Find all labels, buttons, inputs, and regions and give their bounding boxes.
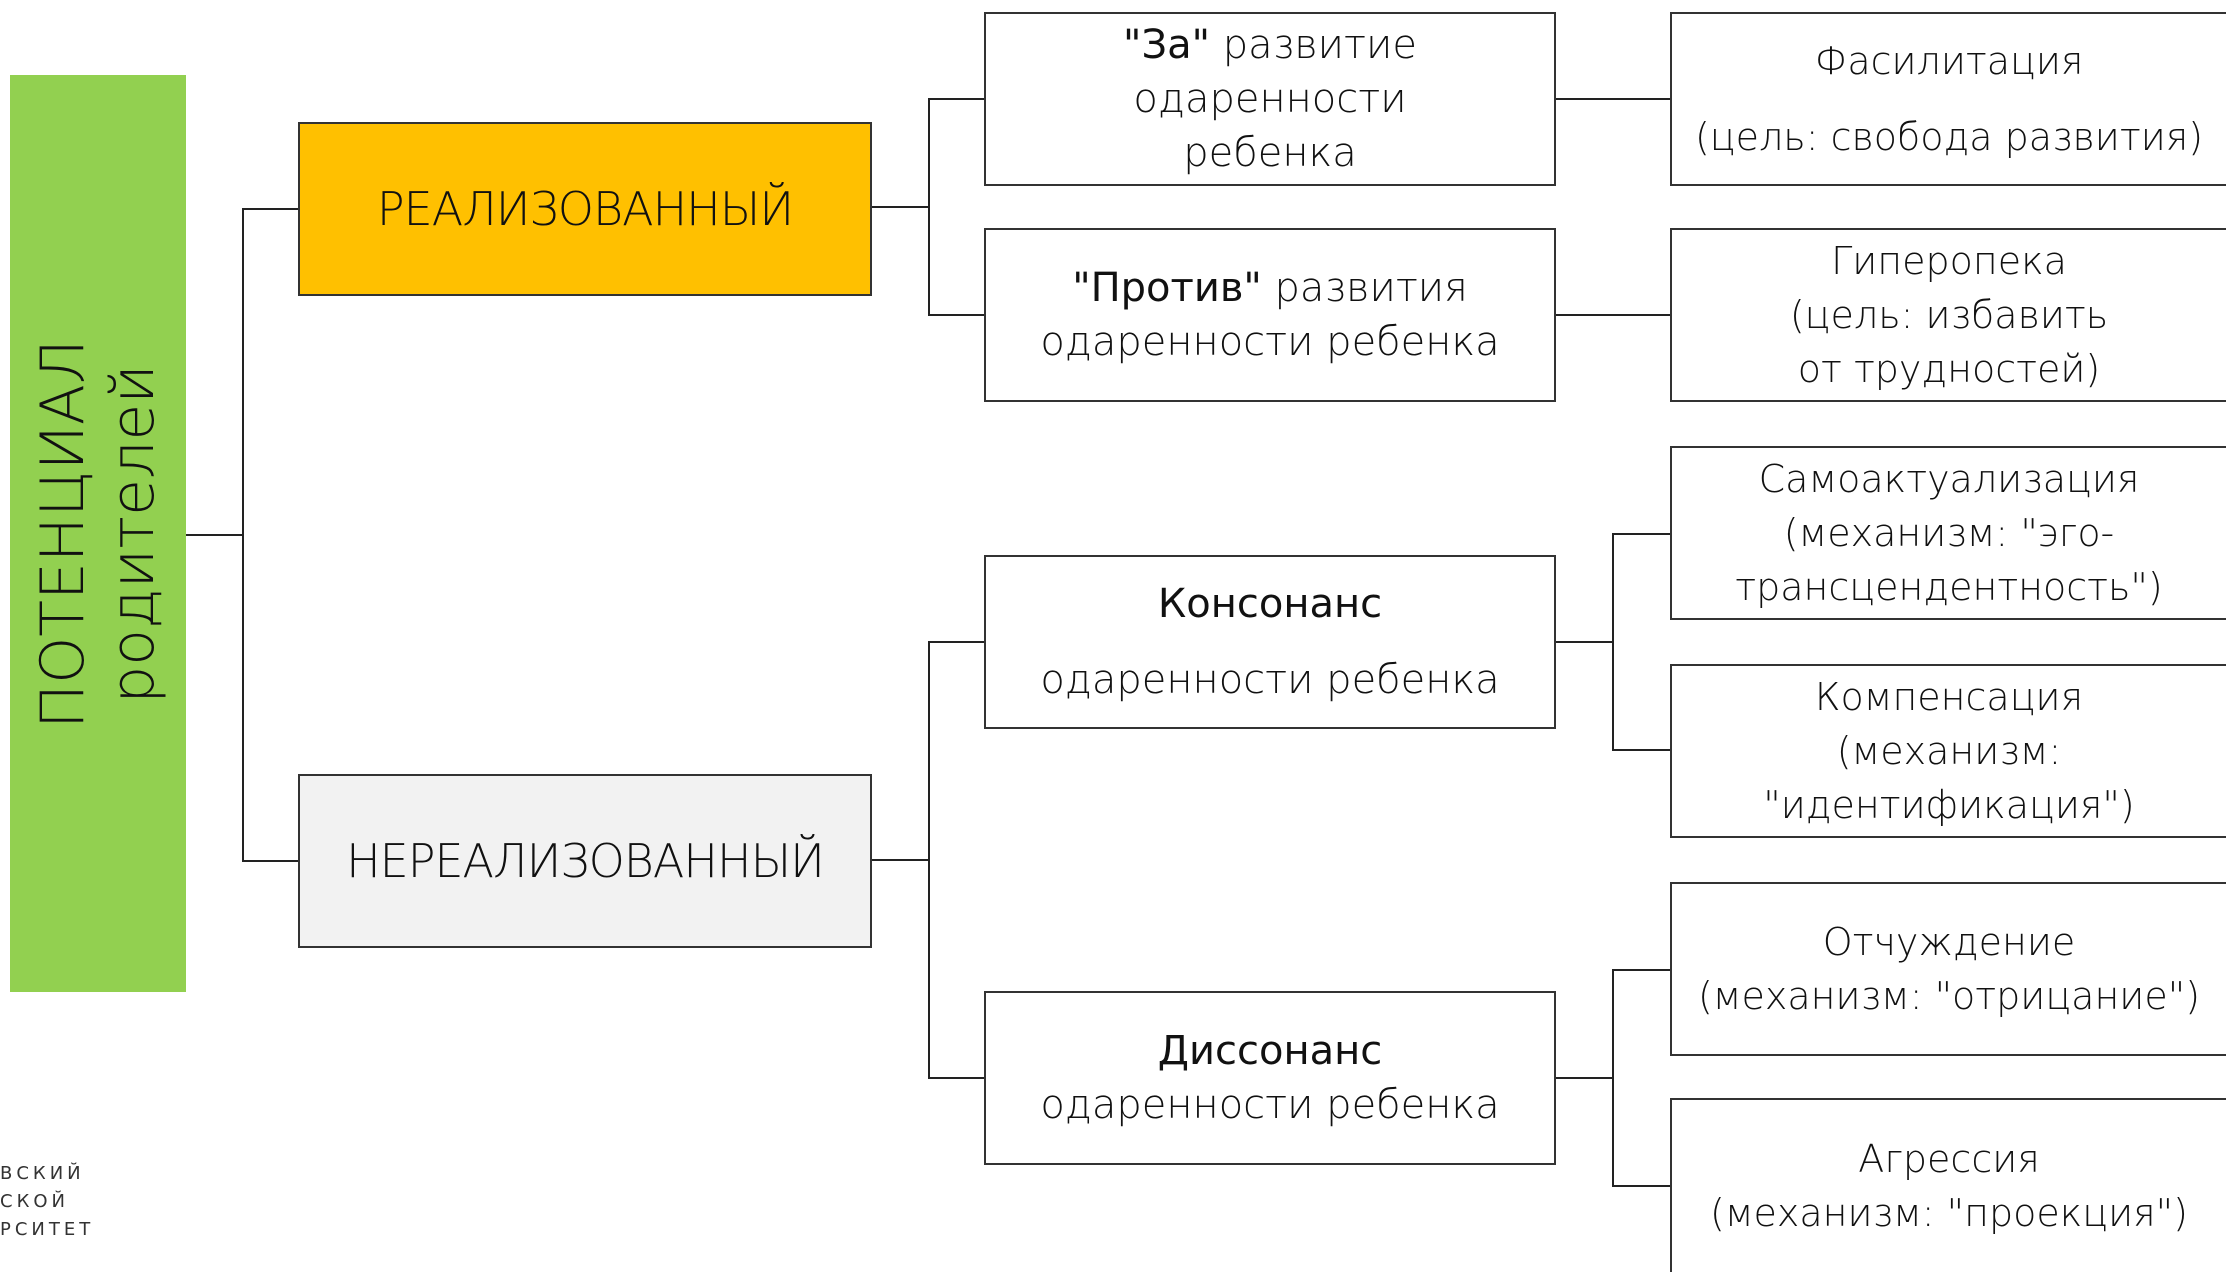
node-dissonance-line2: одаренности ребенка <box>1040 1082 1500 1128</box>
node-consonance-line1: Консонанс <box>1157 581 1383 627</box>
connector <box>928 641 984 643</box>
connector <box>928 98 930 316</box>
node-unrealized-label: НЕРЕАЛИЗОВАННЫЙ <box>346 834 825 888</box>
connector <box>186 534 244 536</box>
root-node-label: ПОТЕНЦИАЛ родителей <box>28 338 168 728</box>
node-pro-line1: "За" развитие одаренности <box>986 18 1554 126</box>
node-contra-rest: развития <box>1261 265 1468 311</box>
root-line1: ПОТЕНЦИАЛ <box>28 338 98 729</box>
connector <box>242 208 300 210</box>
node-dissonance-line1: Диссонанс <box>1157 1028 1383 1074</box>
root-node-parent-potential: ПОТЕНЦИАЛ родителей <box>10 75 186 992</box>
logo-line2: СКОЙ <box>0 1191 69 1212</box>
connector <box>1612 749 1670 751</box>
node-pro-rest: развитие одаренности <box>1133 22 1417 122</box>
node-pro-line2: ребенка <box>1183 130 1357 176</box>
node-unrealized: НЕРЕАЛИЗОВАННЫЙ <box>298 774 872 948</box>
node-selfactualization: Самоактуализация (механизм: "эго- трансц… <box>1670 446 2226 620</box>
node-compensation-line1: Компенсация <box>1814 675 2084 719</box>
node-contra: "Против" развития одаренности ребенка <box>984 228 1556 402</box>
node-alienation-line1: Отчуждение <box>1822 920 2076 964</box>
node-realized-label: РЕАЛИЗОВАННЫЙ <box>376 182 794 236</box>
connector <box>1556 314 1670 316</box>
node-selfactualization-line2: (механизм: "эго- <box>1783 511 2115 555</box>
node-pro-bold: "За" <box>1123 22 1210 68</box>
node-realized: РЕАЛИЗОВАННЫЙ <box>298 122 872 296</box>
connector <box>1556 98 1670 100</box>
connector <box>1612 969 1670 971</box>
root-line2: родителей <box>98 363 168 704</box>
node-selfactualization-line3: трансцендентность") <box>1735 565 2163 609</box>
node-facilitation: Фасилитация (цель: свобода развития) <box>1670 12 2226 186</box>
node-aggression-line1: Агрессия <box>1858 1137 2040 1181</box>
logo-line1: ВСКИЙ <box>0 1163 85 1184</box>
connector <box>1556 1077 1614 1079</box>
node-compensation-line3: "идентификация") <box>1763 783 2135 827</box>
university-logo-text: ВСКИЙ СКОЙ РСИТЕТ <box>0 1160 94 1244</box>
connector <box>928 314 984 316</box>
connector <box>242 860 300 862</box>
connector <box>928 1077 984 1079</box>
logo-line3: РСИТЕТ <box>0 1219 95 1240</box>
node-hyperprotection-line3: от трудностей) <box>1797 347 2101 391</box>
node-contra-line1: "Против" развития <box>1072 261 1468 315</box>
connector <box>872 859 930 861</box>
connector <box>928 641 930 1079</box>
connector <box>1556 641 1614 643</box>
node-contra-bold: "Против" <box>1072 265 1262 311</box>
connector <box>928 98 984 100</box>
connector <box>1612 969 1614 1187</box>
node-compensation: Компенсация (механизм: "идентификация") <box>1670 664 2226 838</box>
connector <box>1612 533 1614 751</box>
node-hyperprotection-line2: (цель: избавить <box>1789 293 2109 337</box>
node-consonance: Консонанс одаренности ребенка <box>984 555 1556 729</box>
node-alienation: Отчуждение (механизм: "отрицание") <box>1670 882 2226 1056</box>
node-hyperprotection: Гиперопека (цель: избавить от трудностей… <box>1670 228 2226 402</box>
node-contra-line2: одаренности ребенка <box>1040 319 1500 365</box>
node-consonance-line2: одаренности ребенка <box>1040 657 1500 703</box>
node-compensation-line2: (механизм: <box>1836 729 2062 773</box>
connector <box>242 208 244 862</box>
connector <box>1612 533 1670 535</box>
node-aggression: Агрессия (механизм: "проекция") <box>1670 1098 2226 1272</box>
node-facilitation-line2: (цель: свобода развития) <box>1694 115 2204 159</box>
node-alienation-line2: (механизм: "отрицание") <box>1697 974 2201 1018</box>
connector <box>872 206 930 208</box>
node-facilitation-line1: Фасилитация <box>1814 39 2084 83</box>
node-selfactualization-line1: Самоактуализация <box>1758 457 2140 501</box>
connector <box>1612 1185 1670 1187</box>
node-dissonance: Диссонанс одаренности ребенка <box>984 991 1556 1165</box>
node-aggression-line2: (механизм: "проекция") <box>1710 1191 2188 1235</box>
node-pro: "За" развитие одаренности ребенка <box>984 12 1556 186</box>
node-hyperprotection-line1: Гиперопека <box>1831 239 2067 283</box>
